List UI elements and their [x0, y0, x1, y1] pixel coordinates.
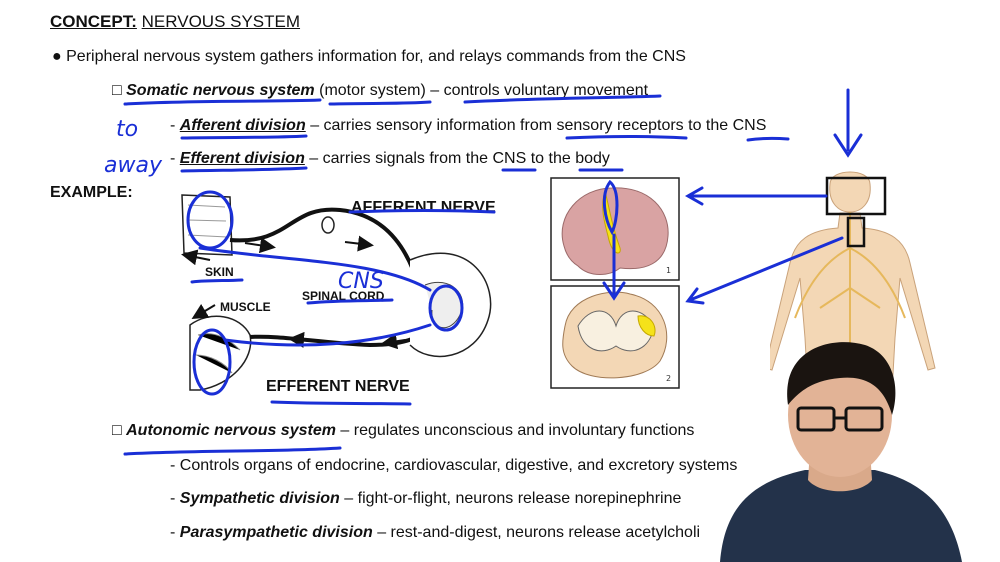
autonomic-term: Autonomic nervous system — [126, 422, 336, 439]
afferent-key1: sensory receptors — [556, 117, 684, 134]
afferent-key2: CNS — [732, 117, 767, 134]
handwriting-away: away — [104, 153, 163, 178]
skin-label: SKIN — [205, 265, 234, 279]
auto-item-term: Parasympathetic division — [179, 524, 373, 541]
auto-item: - Parasympathetic division – rest-and-di… — [170, 524, 701, 541]
afferent-term: Afferent division — [179, 117, 306, 134]
checkbox-icon: □ — [112, 422, 122, 439]
somatic-term: Somatic nervous system — [126, 82, 315, 99]
efferent-desc1: – carries signals from the — [309, 150, 489, 167]
concept-label: CONCEPT: — [50, 12, 137, 31]
efferent-line: - Efferent division – carries signals fr… — [170, 150, 610, 167]
somatic-desc: – controls voluntary movement — [430, 82, 649, 99]
reflex-diagram — [181, 194, 492, 391]
efferent-key1: CNS — [492, 150, 527, 167]
handwriting-cns: CNS — [338, 269, 384, 294]
checkbox-icon: □ — [112, 82, 122, 99]
efferent-term: Efferent division — [179, 150, 305, 167]
afferent-desc1: – carries sensory information from — [310, 117, 553, 134]
muscle-label: MUSCLE — [220, 300, 271, 314]
somatic-paren: (motor system) — [319, 82, 426, 99]
bullet-peripheral: ● Peripheral nervous system gathers info… — [52, 48, 686, 66]
efferent-key2: body — [575, 150, 610, 167]
bullet-dot: ● — [52, 48, 62, 65]
handwriting-to: to — [116, 117, 138, 142]
ganglion — [321, 216, 335, 234]
auto-item-text: – rest-and-digest, neurons release acety… — [377, 524, 701, 541]
afferent-mid: to the — [688, 117, 729, 134]
auto-item: - Controls organs of endocrine, cardiova… — [170, 457, 737, 475]
auto-item-text: – fight-or-flight, neurons release norep… — [344, 490, 682, 507]
auto-item-term: Sympathetic division — [179, 490, 340, 507]
page-title: CONCEPT: NERVOUS SYSTEM — [50, 12, 300, 32]
autonomic-desc: – regulates unconscious and involuntary … — [340, 422, 695, 439]
autonomic-line: □ Autonomic nervous system – regulates u… — [112, 422, 694, 440]
somatic-line: □ Somatic nervous system (motor system) … — [112, 82, 648, 100]
example-label: EXAMPLE: — [50, 184, 133, 201]
svg-text:2: 2 — [666, 374, 671, 383]
svg-text:1: 1 — [666, 266, 671, 275]
bullet-peripheral-text: Peripheral nervous system gathers inform… — [66, 48, 686, 65]
concept-topic: NERVOUS SYSTEM — [141, 12, 301, 31]
presenter-video — [720, 342, 962, 562]
efferent-nerve-label: EFFERENT NERVE — [266, 378, 410, 395]
auto-item-text: - Controls organs of endocrine, cardiova… — [170, 457, 738, 474]
afferent-line: - Afferent division – carries sensory in… — [170, 117, 767, 134]
auto-item: - Sympathetic division – fight-or-flight… — [170, 490, 682, 507]
efferent-mid: to the — [530, 150, 571, 167]
